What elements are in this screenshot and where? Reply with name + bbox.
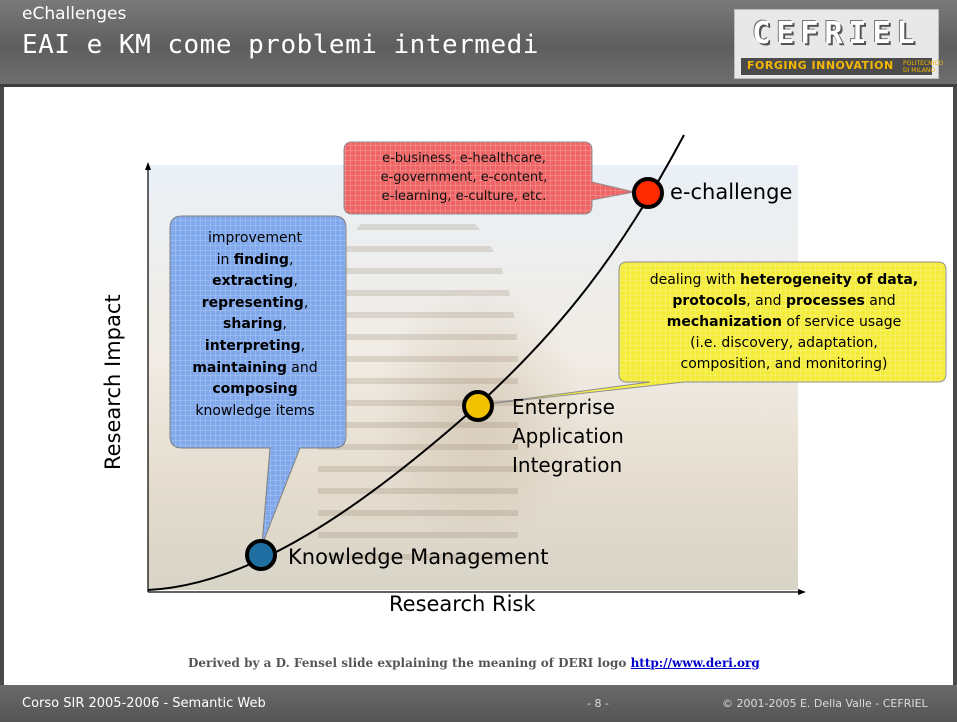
credit-line: Derived by a D. Fensel slide explaining …	[188, 656, 760, 670]
blue-note-line-3: extracting,	[212, 273, 298, 290]
deri-link[interactable]: http://www.deri.org	[630, 656, 760, 670]
yellow-note-line-5: composition, and monitoring)	[680, 356, 888, 372]
blue-note-line-2: in finding,	[216, 251, 294, 268]
cefriel-logo: CEFRIEL FORGING INNOVATION POLITECNICO D…	[734, 9, 943, 79]
logo-tagline: FORGING INNOVATION	[747, 59, 894, 72]
page-number: - 8 -	[587, 697, 609, 710]
yellow-callout	[477, 261, 947, 406]
e-challenge-point	[632, 177, 664, 209]
blue-note-line-1: improvement	[208, 230, 302, 246]
knowledge-management-point	[245, 539, 277, 571]
copyright: © 2001-2005 E. Della Valle - CEFRIEL	[722, 697, 928, 710]
eai-point	[462, 390, 494, 422]
eai-label-line-3: Integration	[512, 453, 623, 477]
blue-note-line-5: sharing,	[223, 316, 287, 333]
blue-note-line-8: composing	[212, 381, 298, 398]
blue-note-line-4: representing,	[201, 294, 309, 311]
slide-frame-right	[953, 0, 957, 722]
slide-frame-left	[0, 0, 4, 722]
yellow-note-line-2: protocols, and processes and	[672, 293, 896, 309]
blue-callout	[169, 215, 347, 546]
red-note-text: e-business, e-healthcare, e-government, …	[346, 149, 582, 206]
eai-label-line-1: Enterprise	[512, 395, 615, 419]
x-axis-label: Research Risk	[389, 592, 536, 616]
y-axis-label: Research Impact	[101, 294, 125, 470]
slide-title: EAI e KM come problemi intermedi	[22, 30, 539, 60]
yellow-note-line-4: (i.e. discovery, adaptation,	[690, 335, 878, 351]
y-axis-arrow	[145, 162, 151, 170]
yellow-note-line-3: mechanization of service usage	[666, 314, 902, 330]
logo-bar	[741, 58, 932, 75]
blue-note-line-6: interpreting,	[204, 337, 306, 354]
blue-note-text: improvement in finding, extracting, repr…	[174, 228, 336, 422]
credit-text: Derived by a D. Fensel slide explaining …	[188, 656, 631, 670]
e-challenge-label: e-challenge	[670, 180, 793, 204]
red-note-line-3: e-learning, e-culture, etc.	[381, 189, 547, 204]
knowledge-management-label: Knowledge Management	[288, 545, 549, 569]
red-note-line-1: e-business, e-healthcare,	[382, 151, 546, 166]
x-axis-arrow	[798, 589, 806, 595]
red-callout	[343, 141, 635, 215]
slide-subtitle: eChallenges	[22, 4, 127, 24]
yellow-note-line-1: dealing with heterogeneity of data,	[649, 272, 919, 288]
slide-footer: Corso SIR 2005-2006 - Semantic Web - 8 -…	[0, 685, 957, 722]
eai-label-line-2: Application	[512, 424, 624, 448]
logo-mini-text: POLITECNICO DI MILANO	[903, 60, 944, 74]
blue-note-line-9: knowledge items	[195, 402, 315, 419]
red-note-line-2: e-government, e-content,	[380, 170, 548, 185]
blue-note-line-7: maintaining and	[192, 359, 318, 376]
slide-header: eChallenges EAI e KM come problemi inter…	[0, 0, 957, 87]
course-label: Corso SIR 2005-2006 - Semantic Web	[22, 696, 266, 711]
eai-label: Enterprise Application Integration	[512, 393, 624, 480]
logo-name: CEFRIEL	[752, 16, 921, 51]
tower-silhouette	[318, 200, 518, 560]
yellow-note-text: dealing with heterogeneity of data, prot…	[622, 270, 946, 375]
